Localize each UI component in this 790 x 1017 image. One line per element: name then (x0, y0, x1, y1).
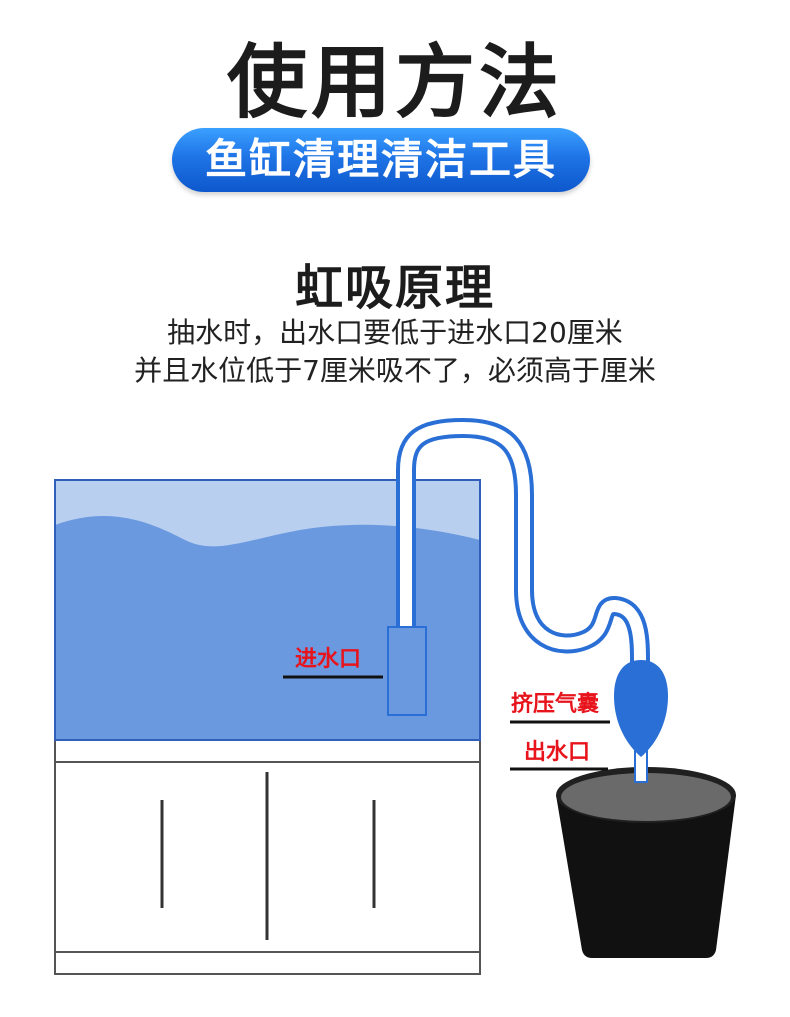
squeeze-bulb (614, 660, 668, 757)
subtitle-text: 鱼缸清理清洁工具 (204, 135, 557, 184)
description-line-2: 并且水位低于7厘米吸不了，必须高于厘米 (134, 354, 656, 387)
siphon-tube-inner (400, 422, 646, 663)
tank-frame (54, 479, 481, 741)
bucket-water (561, 773, 731, 821)
section-title: 虹吸原理 (294, 260, 495, 316)
bucket-body (556, 795, 736, 958)
page-title: 使用方法 (227, 36, 563, 129)
subtitle-banner: 鱼缸清理清洁工具 (172, 128, 590, 192)
inlet-nozzle (387, 626, 427, 716)
outlet-label: 出水口 (524, 740, 591, 765)
squeeze-bulb-label: 挤压气囊 (511, 692, 600, 717)
description-line-1: 抽水时，出水口要低于进水口20厘米 (167, 316, 623, 349)
water-surface-light (55, 480, 480, 547)
inlet-label: 进水口 (295, 647, 362, 672)
